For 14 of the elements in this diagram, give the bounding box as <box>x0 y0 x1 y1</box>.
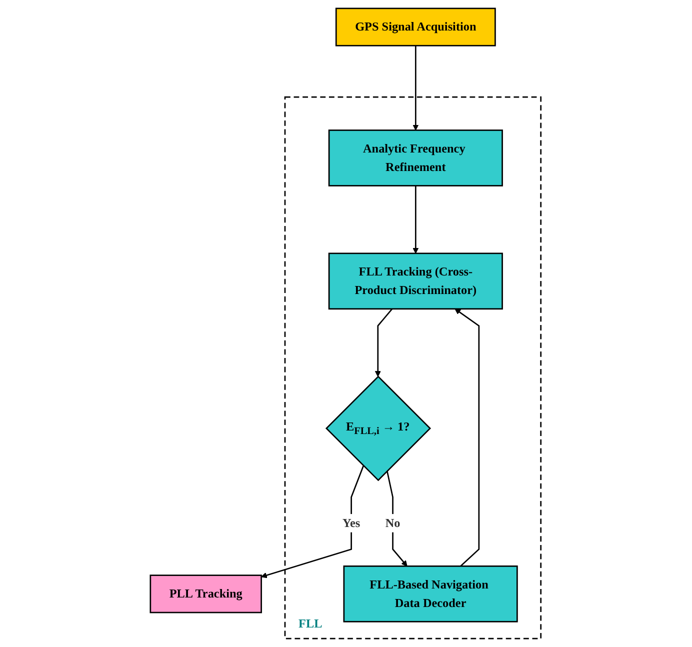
arrow <box>261 466 364 578</box>
node-box: FLL-Based Navigation Data Decoder <box>344 565 518 622</box>
edge-label: Yes <box>342 516 360 530</box>
node-box: GPS Signal Acquisition <box>336 8 496 46</box>
arrow <box>375 308 394 377</box>
arrow <box>413 186 419 254</box>
arrow <box>413 46 419 130</box>
arrow <box>455 308 480 567</box>
edge-label: No <box>386 516 401 530</box>
node-box: PLL Tracking <box>150 574 262 614</box>
node-box: Analytic Frequency Refinement <box>328 130 504 186</box>
node-box: FLL Tracking (Cross-Product Discriminator) <box>328 252 504 310</box>
arrow <box>386 470 408 566</box>
node-diamond: E$_{FLL,i}$ → 1? <box>326 376 432 482</box>
